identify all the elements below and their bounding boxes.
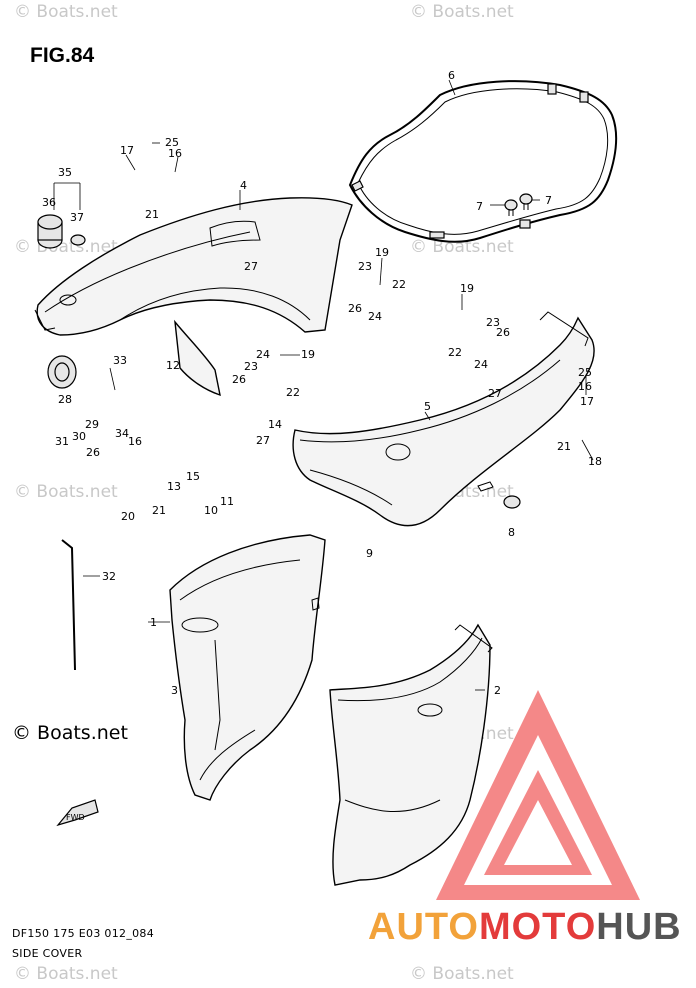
part-label: 21 xyxy=(557,440,571,453)
cap-part-36[interactable] xyxy=(37,214,63,249)
part-label: 21 xyxy=(145,208,159,221)
part-label: 36 xyxy=(42,196,56,209)
part-label: 26 xyxy=(232,373,246,386)
part-label: 18 xyxy=(588,455,602,468)
part-label: 23 xyxy=(358,260,372,273)
part-label: 6 xyxy=(448,69,455,82)
part-label: 12 xyxy=(166,359,180,372)
leader-lines xyxy=(53,79,594,691)
fwd-arrow-icon xyxy=(56,799,99,827)
part-label: 10 xyxy=(204,504,218,517)
part-label: 24 xyxy=(256,348,270,361)
part-label: 16 xyxy=(578,380,592,393)
part-label: 21 xyxy=(152,504,166,517)
part-label: 25 xyxy=(578,366,592,379)
part-label: 1 xyxy=(150,616,157,629)
part-label: 11 xyxy=(220,495,234,508)
watermark: © Boats.net xyxy=(410,237,514,257)
part-label: 30 xyxy=(72,430,86,443)
part-label: 14 xyxy=(268,418,282,431)
part-label: 23 xyxy=(244,360,258,373)
part-label: 17 xyxy=(580,395,594,408)
part-label: 17 xyxy=(120,144,134,157)
watermark: © Boats.net xyxy=(14,964,118,984)
part-label: 28 xyxy=(58,393,72,406)
part-label: 4 xyxy=(240,179,247,192)
part-label: 34 xyxy=(115,427,129,440)
part-label: 35 xyxy=(58,166,72,179)
part-label: 5 xyxy=(424,400,431,413)
figure-code: DF150 175 E03 012_084 xyxy=(12,927,155,940)
part-label: 22 xyxy=(448,346,462,359)
part-label: 37 xyxy=(70,211,84,224)
part-label: 26 xyxy=(348,302,362,315)
automotohub-logo-icon xyxy=(436,690,640,900)
bracket-part-12[interactable] xyxy=(174,319,221,397)
part-label: 29 xyxy=(85,418,99,431)
figure-name: SIDE COVER xyxy=(12,947,83,960)
copyright-notice: © Boats.net xyxy=(12,722,128,744)
brand-moto: MOTO xyxy=(478,906,597,948)
part-label: 16 xyxy=(168,147,182,160)
part-label: 7 xyxy=(545,194,552,207)
part-label: 22 xyxy=(286,386,300,399)
part-label: 7 xyxy=(476,200,483,213)
part-label: 26 xyxy=(86,446,100,459)
rod-part-32[interactable] xyxy=(61,539,76,671)
part-label: 24 xyxy=(368,310,382,323)
part-label: 19 xyxy=(301,348,315,361)
watermark: © Boats.net xyxy=(14,2,118,22)
automotohub-wordmark: AUTOMOTOHUB xyxy=(368,906,682,949)
part-label: 25 xyxy=(165,136,179,149)
watermark: © Boats.net xyxy=(410,2,514,22)
part-label: 19 xyxy=(375,246,389,259)
part-label: 9 xyxy=(366,547,373,560)
part-label: 24 xyxy=(474,358,488,371)
part-label: 27 xyxy=(256,434,270,447)
part-labels: 6 25 17 16 35 36 37 4 21 27 7 7 19 23 22… xyxy=(42,69,602,822)
clip-part-7[interactable] xyxy=(504,193,533,216)
part-label: 16 xyxy=(128,435,142,448)
part-label: 13 xyxy=(167,480,181,493)
lower-cover-part-5[interactable] xyxy=(292,311,595,527)
brand-auto: AUTO xyxy=(368,906,479,948)
brand-hub: HUB xyxy=(596,906,682,948)
figure-title: FIG.84 xyxy=(30,44,95,67)
part-label: 27 xyxy=(488,387,502,400)
mount-part-28[interactable] xyxy=(47,355,77,389)
part-label: 15 xyxy=(186,470,200,483)
part-label: 8 xyxy=(508,526,515,539)
part-label: 32 xyxy=(102,570,116,583)
grommet-part-8[interactable] xyxy=(503,495,521,509)
part-label: 31 xyxy=(55,435,69,448)
watermark: © Boats.net xyxy=(410,964,514,984)
part-label: 3 xyxy=(171,684,178,697)
part-label: 2 xyxy=(494,684,501,697)
seal-part-6[interactable] xyxy=(348,80,618,243)
part-label: 33 xyxy=(113,354,127,367)
part-label: 22 xyxy=(392,278,406,291)
side-cover-part-1[interactable] xyxy=(169,534,326,801)
part-label: 19 xyxy=(460,282,474,295)
cap-part-37[interactable] xyxy=(70,234,86,246)
watermark: © Boats.net xyxy=(14,482,118,502)
part-label: 20 xyxy=(121,510,135,523)
part-label: 26 xyxy=(496,326,510,339)
part-label: FWD xyxy=(66,813,85,822)
side-cover-part-2[interactable] xyxy=(329,623,493,886)
upper-cover-part-4[interactable] xyxy=(34,197,353,336)
part-label: 27 xyxy=(244,260,258,273)
part-label: 23 xyxy=(486,316,500,329)
